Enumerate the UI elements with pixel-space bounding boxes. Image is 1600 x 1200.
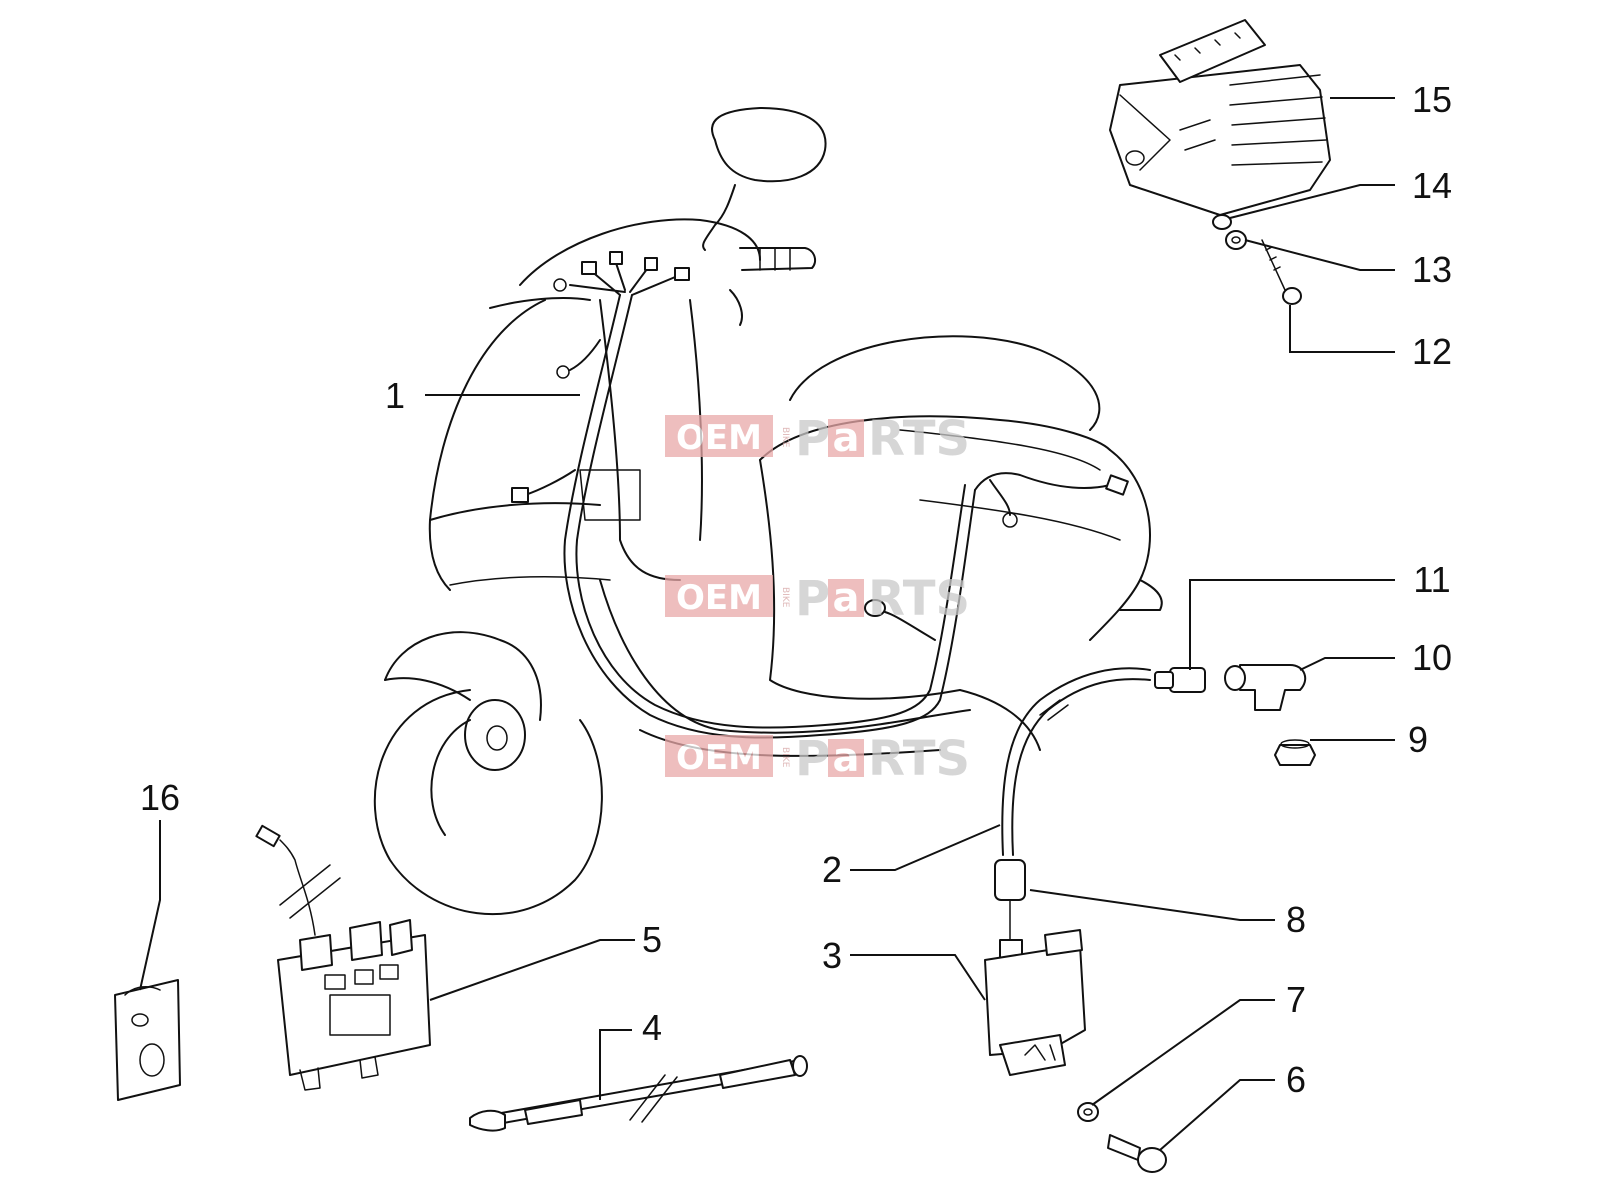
callout-10: 10 [1412,637,1452,678]
callout-2: 2 [822,849,842,890]
spark-plug-cap [1154,664,1316,766]
callout-15: 15 [1412,79,1452,120]
watermark-oem: OEM [676,578,762,618]
wiring-harness [511,251,1129,739]
watermark-p: P [795,571,830,627]
watermark-1: OEM BIKE P a RTS [665,411,970,467]
watermark-rts: RTS [868,731,970,787]
watermark-oem: OEM [676,418,762,458]
cable-lead [469,1055,808,1132]
callout-8: 8 [1286,899,1306,940]
watermark-rts: RTS [868,411,970,467]
callout-5: 5 [642,919,662,960]
callout-9: 9 [1408,719,1428,760]
watermark-bike: BIKE [780,747,790,768]
watermark-rts: RTS [868,571,970,627]
scooter-body [373,107,1163,916]
watermark-p: P [795,411,830,467]
watermark-3: OEM BIKE P a RTS [665,731,970,787]
callout-1: 1 [385,375,405,416]
callout-16: 16 [140,777,180,818]
callout-3: 3 [822,935,842,976]
leader-lines [139,97,1395,1151]
ht-lead [1001,667,1151,856]
ignition-coil [984,859,1086,1076]
bolt-washer [1077,1102,1167,1173]
watermark-a: a [833,735,860,781]
watermark-p: P [795,731,830,787]
watermark-group: OEM BIKE P a RTS OEM BIKE P a RTS OEM BI… [665,411,970,787]
callout-14: 14 [1412,165,1452,206]
watermark-bike: BIKE [780,427,790,448]
callout-labels: 1 2 3 4 5 6 7 8 9 10 11 12 13 14 15 16 [140,79,1452,1100]
watermark-a: a [833,575,860,621]
watermark-bike: BIKE [780,587,790,608]
label-card [114,979,181,1101]
watermark-2: OEM BIKE P a RTS [665,571,970,627]
callout-4: 4 [642,1007,662,1048]
callout-6: 6 [1286,1059,1306,1100]
callout-12: 12 [1412,331,1452,372]
cdi-unit [255,824,431,1091]
callout-13: 13 [1412,249,1452,290]
watermark-oem: OEM [676,738,762,778]
watermark-a: a [833,415,860,461]
callout-11: 11 [1413,559,1450,600]
voltage-regulator [1109,19,1331,305]
callout-7: 7 [1286,979,1306,1020]
